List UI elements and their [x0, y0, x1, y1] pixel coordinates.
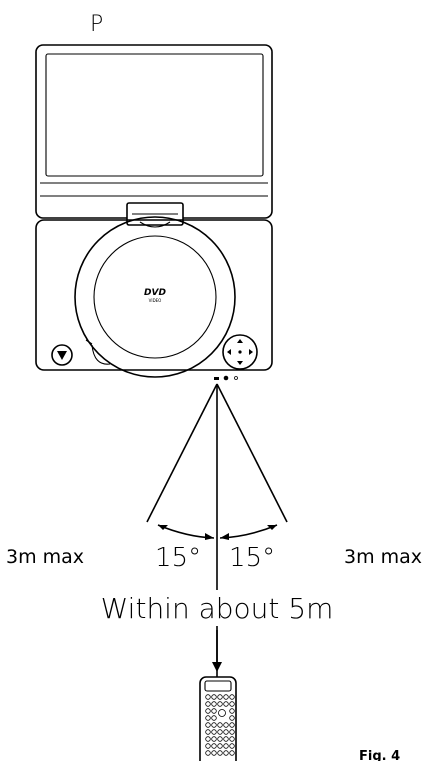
- arrowhead-icon: [158, 525, 168, 530]
- figure-code: Fig. 4: [359, 749, 400, 761]
- dvd-logo-text: DVD: [144, 288, 166, 298]
- arrow-down-icon: [212, 630, 222, 672]
- corner-label: P: [90, 12, 103, 37]
- right-distance-label: 3m max: [344, 546, 422, 568]
- portable-dvd-player-icon: [35, 44, 273, 381]
- center-distance-label: Within about 5m: [101, 592, 334, 625]
- remote-control-icon: [199, 676, 237, 761]
- dvd-logo-sub: VIDEO: [149, 298, 162, 303]
- arrowhead-icon: [205, 533, 214, 540]
- left-angle-label: 15°: [155, 543, 201, 573]
- left-distance-label: 3m max: [6, 546, 84, 568]
- arrowhead-icon: [267, 525, 277, 530]
- arrowhead-icon: [220, 533, 229, 540]
- right-angle-label: 15°: [229, 543, 275, 573]
- angle-arcs: [157, 524, 278, 540]
